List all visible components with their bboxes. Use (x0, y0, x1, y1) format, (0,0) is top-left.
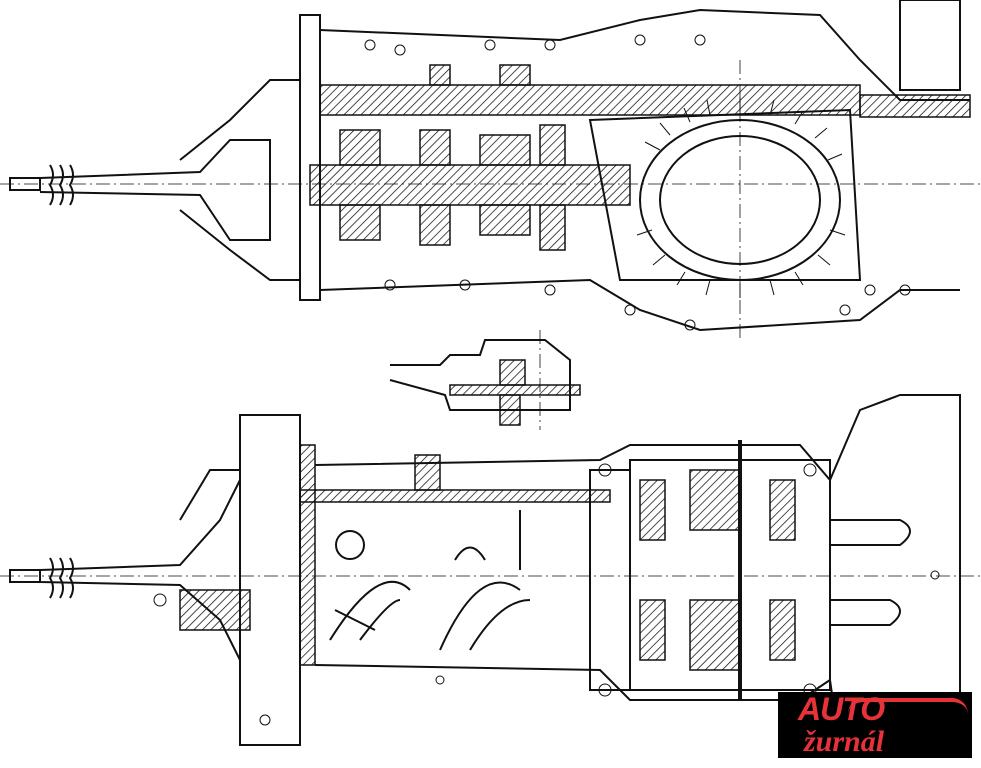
bolts-top (364, 34, 911, 331)
logo-text-zurnal: žurnál (804, 725, 885, 758)
bottom-section-view (0, 394, 981, 751)
top-section-view (0, 0, 981, 340)
shift-rod (299, 489, 611, 503)
auto-zurnal-logo: AUTO žurnál (778, 692, 972, 758)
detail-section-view (389, 330, 581, 430)
differential-gear (689, 469, 741, 531)
counter-shaft (319, 84, 861, 116)
bevel-ring-teeth (636, 97, 846, 298)
logo-swoosh (848, 698, 968, 714)
logo-text-auto: AUTO (798, 692, 885, 727)
gears-top (339, 64, 566, 251)
main-shaft (309, 164, 631, 206)
